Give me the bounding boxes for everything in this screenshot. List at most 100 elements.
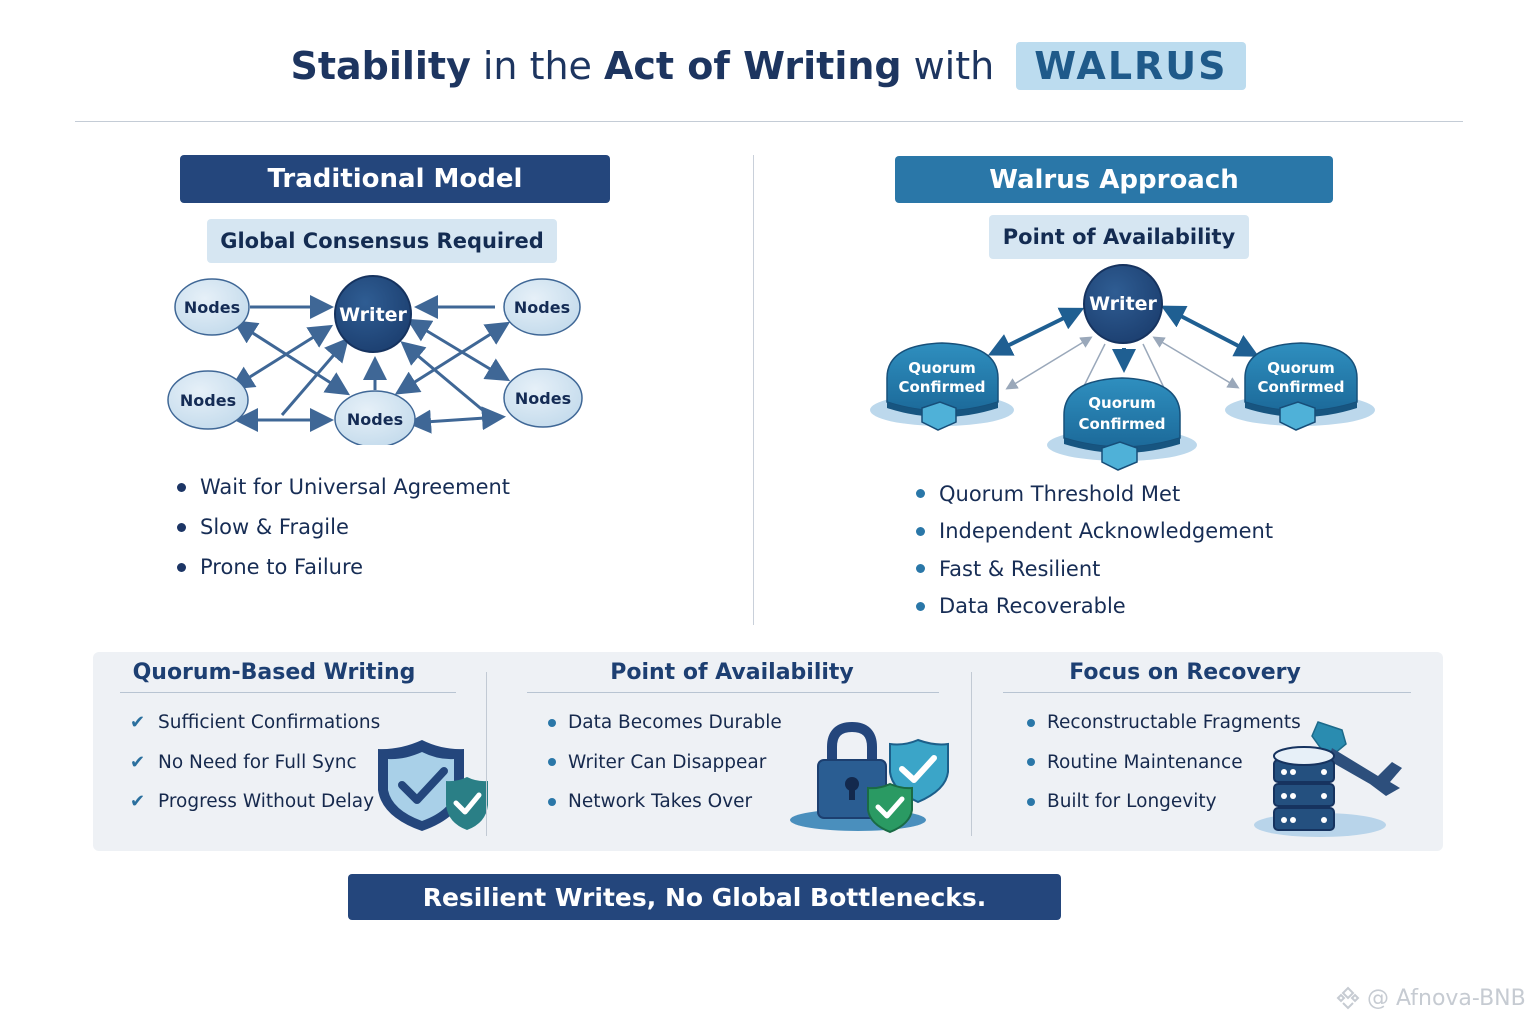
svg-text:Confirmed: Confirmed	[898, 378, 985, 396]
quorum-node-center: Quorum Confirmed	[1047, 377, 1197, 471]
lock-check-icon	[790, 722, 949, 834]
bullet-icon	[548, 718, 556, 727]
edge	[229, 324, 334, 390]
list-item: Data Becomes Durable	[548, 703, 782, 743]
bullet-icon	[916, 564, 925, 574]
list-item-text: Sufficient Confirmations	[158, 712, 381, 734]
list-item: Reconstructable Fragments	[1027, 703, 1301, 743]
availability-list: Data Becomes Durable Writer Can Disappea…	[548, 703, 782, 822]
column-rule	[120, 692, 456, 693]
watermark: @ Afnova-BNB	[1335, 985, 1526, 1011]
column-title-focus-on-recovery: Focus on Recovery	[1069, 660, 1301, 685]
database-wrench-icon	[1254, 721, 1402, 837]
walrus-subheader: Point of Availability	[989, 215, 1249, 259]
recovery-list: Reconstructable Fragments Routine Mainte…	[1027, 703, 1301, 822]
bullet-icon	[177, 522, 186, 532]
bullet-icon	[548, 758, 556, 767]
writer-node: Writer	[334, 275, 412, 353]
writer-label: Writer	[1089, 293, 1157, 315]
edge	[1160, 305, 1260, 357]
column-rule	[527, 692, 939, 693]
summary-panel	[93, 652, 1443, 851]
column-divider	[971, 672, 972, 836]
list-item: Slow & Fragile	[177, 507, 510, 547]
shield-check-icon	[378, 740, 488, 831]
column-divider	[753, 155, 754, 625]
column-rule	[1003, 692, 1411, 693]
list-item: Network Takes Over	[548, 782, 782, 822]
bullet-icon	[548, 797, 556, 806]
list-item: Data Recoverable	[916, 588, 1273, 626]
quorum-node-right: Quorum Confirmed	[1225, 342, 1375, 431]
list-item-text: Reconstructable Fragments	[1047, 712, 1301, 734]
list-item: Routine Maintenance	[1027, 743, 1301, 783]
svg-text:Confirmed: Confirmed	[1078, 415, 1165, 433]
list-item: Independent Acknowledgement	[916, 513, 1273, 551]
walrus-header: Walrus Approach	[895, 156, 1333, 203]
bullet-icon	[177, 562, 186, 572]
node-label: Nodes	[514, 298, 570, 317]
svg-text:Quorum: Quorum	[1267, 359, 1334, 377]
list-item-text: Progress Without Delay	[158, 791, 375, 813]
node-label: Nodes	[180, 391, 236, 410]
edge	[1081, 343, 1106, 391]
block-icon	[921, 401, 957, 431]
traditional-subheader: Global Consensus Required	[207, 219, 557, 263]
page-title: Stability in the Act of Writing with WAL…	[0, 38, 1536, 94]
edge	[987, 307, 1085, 356]
node-bottom-center: Nodes	[334, 390, 416, 445]
column-title-quorum-writing: Quorum-Based Writing	[132, 660, 416, 685]
bullet-icon	[916, 489, 925, 499]
list-item-text: No Need for Full Sync	[158, 751, 357, 773]
list-item: Built for Longevity	[1027, 782, 1301, 822]
list-item: Fast & Resilient	[916, 550, 1273, 588]
walrus-bullet-list: Quorum Threshold Met Independent Acknowl…	[916, 475, 1273, 625]
block-icon	[1101, 441, 1138, 471]
edge	[280, 337, 349, 416]
edge	[407, 406, 506, 434]
edge	[1142, 343, 1166, 391]
watermark-text: @ Afnova-BNB	[1367, 985, 1526, 1011]
walrus-badge: WALRUS	[1016, 42, 1246, 90]
list-item: Wait for Universal Agreement	[177, 467, 510, 507]
quorum-writing-list: ✔ Sufficient Confirmations ✔ No Need for F…	[130, 703, 380, 822]
check-icon: ✔	[130, 751, 146, 773]
traditional-bullet-list: Wait for Universal Agreement Slow & Frag…	[177, 467, 510, 587]
list-item-text: Independent Acknowledgement	[939, 519, 1274, 544]
walrus-quorum-diagram: Quorum Confirmed Quorum Confirmed Quorum…	[870, 264, 1375, 471]
list-item: Prone to Failure	[177, 547, 510, 587]
writer-label: Writer	[339, 304, 407, 326]
node-top-right: Nodes	[503, 278, 581, 336]
bullet-icon	[916, 526, 925, 536]
edge	[400, 341, 486, 414]
list-item-text: Network Takes Over	[568, 791, 753, 813]
edge	[1005, 336, 1093, 390]
title-part-4: with	[913, 44, 995, 88]
list-item-text: Fast & Resilient	[939, 556, 1101, 581]
binance-logo-icon	[1336, 986, 1360, 1010]
block-icon	[1279, 401, 1316, 431]
list-item-text: Data Becomes Durable	[568, 712, 782, 734]
list-item-text: Wait for Universal Agreement	[200, 475, 511, 499]
check-icon: ✔	[130, 791, 146, 813]
bullet-icon	[916, 601, 925, 611]
column-divider	[486, 672, 487, 836]
node-top-left: Nodes	[174, 278, 250, 336]
bullet-icon	[177, 482, 186, 492]
node-label: Nodes	[184, 298, 240, 317]
bullet-icon	[1027, 718, 1035, 727]
node-label: Nodes	[347, 410, 403, 429]
bullet-icon	[1027, 797, 1035, 806]
edge	[1152, 336, 1240, 389]
node-bottom-right: Nodes	[503, 368, 583, 428]
svg-text:Quorum: Quorum	[908, 359, 975, 377]
traditional-network-diagram: Nodes Nodes Nodes Nodes Nodes Writer	[167, 275, 583, 445]
list-item-text: Slow & Fragile	[200, 515, 349, 539]
list-item-text: Routine Maintenance	[1047, 751, 1243, 773]
node-label: Nodes	[515, 389, 571, 408]
node-bottom-left: Nodes	[167, 370, 249, 430]
title-part-1: Stability	[290, 44, 471, 88]
quorum-node-left: Quorum Confirmed	[870, 342, 1014, 431]
list-item-text: Built for Longevity	[1047, 791, 1217, 813]
svg-text:Confirmed: Confirmed	[1257, 378, 1344, 396]
